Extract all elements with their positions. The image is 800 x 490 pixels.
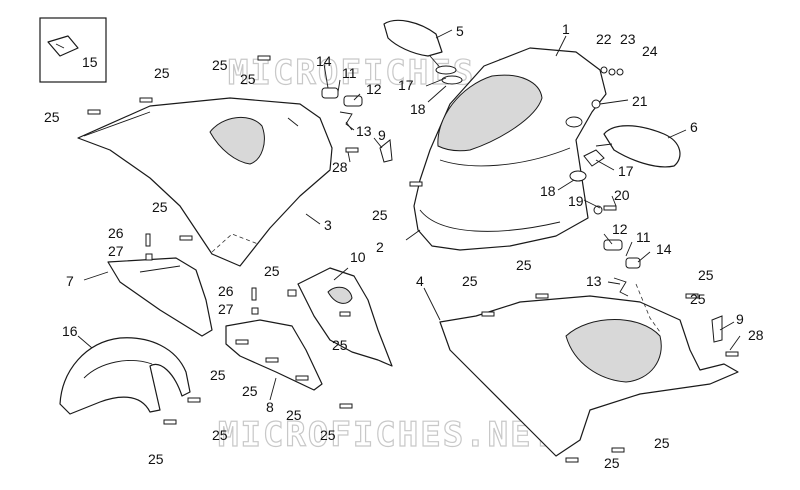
callout: 1 [562,21,570,37]
callout: 11 [636,229,651,245]
callout: 25 [240,71,256,87]
callout: 13 [586,273,602,289]
callout: 26 [218,283,234,299]
callout: 10 [350,249,366,265]
left-mirror [383,19,445,73]
callout: 25 [690,291,706,307]
callout: 22 [596,31,612,47]
hardware-left-top [321,87,393,163]
callout: 14 [316,53,332,69]
lower-inner-panel [225,319,323,391]
callout: 11 [342,65,357,81]
callout: 3 [324,217,332,233]
callout: 20 [614,187,630,203]
callout: 25 [148,451,164,467]
callout: 17 [618,163,634,179]
hardware-right [603,239,723,343]
left-side-fairing [77,97,333,267]
callout: 25 [44,109,60,125]
callout: 25 [604,455,620,471]
callout: 25 [242,383,258,399]
callout: 5 [456,23,464,39]
callout: 25 [654,435,670,451]
callout: 6 [690,119,698,135]
callout: 26 [108,225,124,241]
right-mirror [595,125,681,168]
leader-lines [77,29,741,401]
callout: 2 [376,239,384,255]
callout: 25 [154,65,170,81]
callout-labels: 1 2 3 4 5 6 7 8 9 9 10 11 11 12 12 13 13… [44,21,764,471]
callout: 25 [286,407,302,423]
callout: 25 [152,199,168,215]
callout: 25 [516,257,532,273]
front-mudguard [59,337,191,415]
callout: 28 [748,327,764,343]
callout: 18 [410,101,426,117]
front-fairing [413,47,607,251]
callout: 9 [378,127,386,143]
callout: 25 [332,337,348,353]
callout: 17 [398,77,414,93]
callout: 4 [416,273,424,289]
inner-duct-panel [297,267,393,367]
callout: 25 [320,427,336,443]
callout: 27 [218,301,234,317]
callout: 21 [632,93,648,109]
callout: 28 [332,159,348,175]
callout: 13 [356,123,372,139]
right-side-fairing [439,283,739,457]
callout: 25 [372,207,388,223]
watermark-bottom: MICROFICHES.NET [218,415,555,455]
callout: 25 [264,263,280,279]
callout: 12 [366,81,382,97]
callout: 14 [656,241,672,257]
bolts [87,55,739,463]
callout: 23 [620,31,636,47]
callout: 25 [212,57,228,73]
callout: 25 [210,367,226,383]
callout: 25 [698,267,714,283]
callout: 8 [266,399,274,415]
clip-inset: 15 [39,17,107,83]
callout: 27 [108,243,124,259]
callout: 12 [612,221,628,237]
callout: 7 [66,273,74,289]
callout: 19 [568,193,584,209]
callout: 9 [736,311,744,327]
hardware-mirror-mounts [435,65,624,215]
callout: 24 [642,43,658,59]
callout: 25 [462,273,478,289]
left-inner-panel [107,257,213,337]
callout: 25 [212,427,228,443]
callout: 18 [540,183,556,199]
callout: 16 [62,323,78,339]
label-15: 15 [82,54,98,70]
